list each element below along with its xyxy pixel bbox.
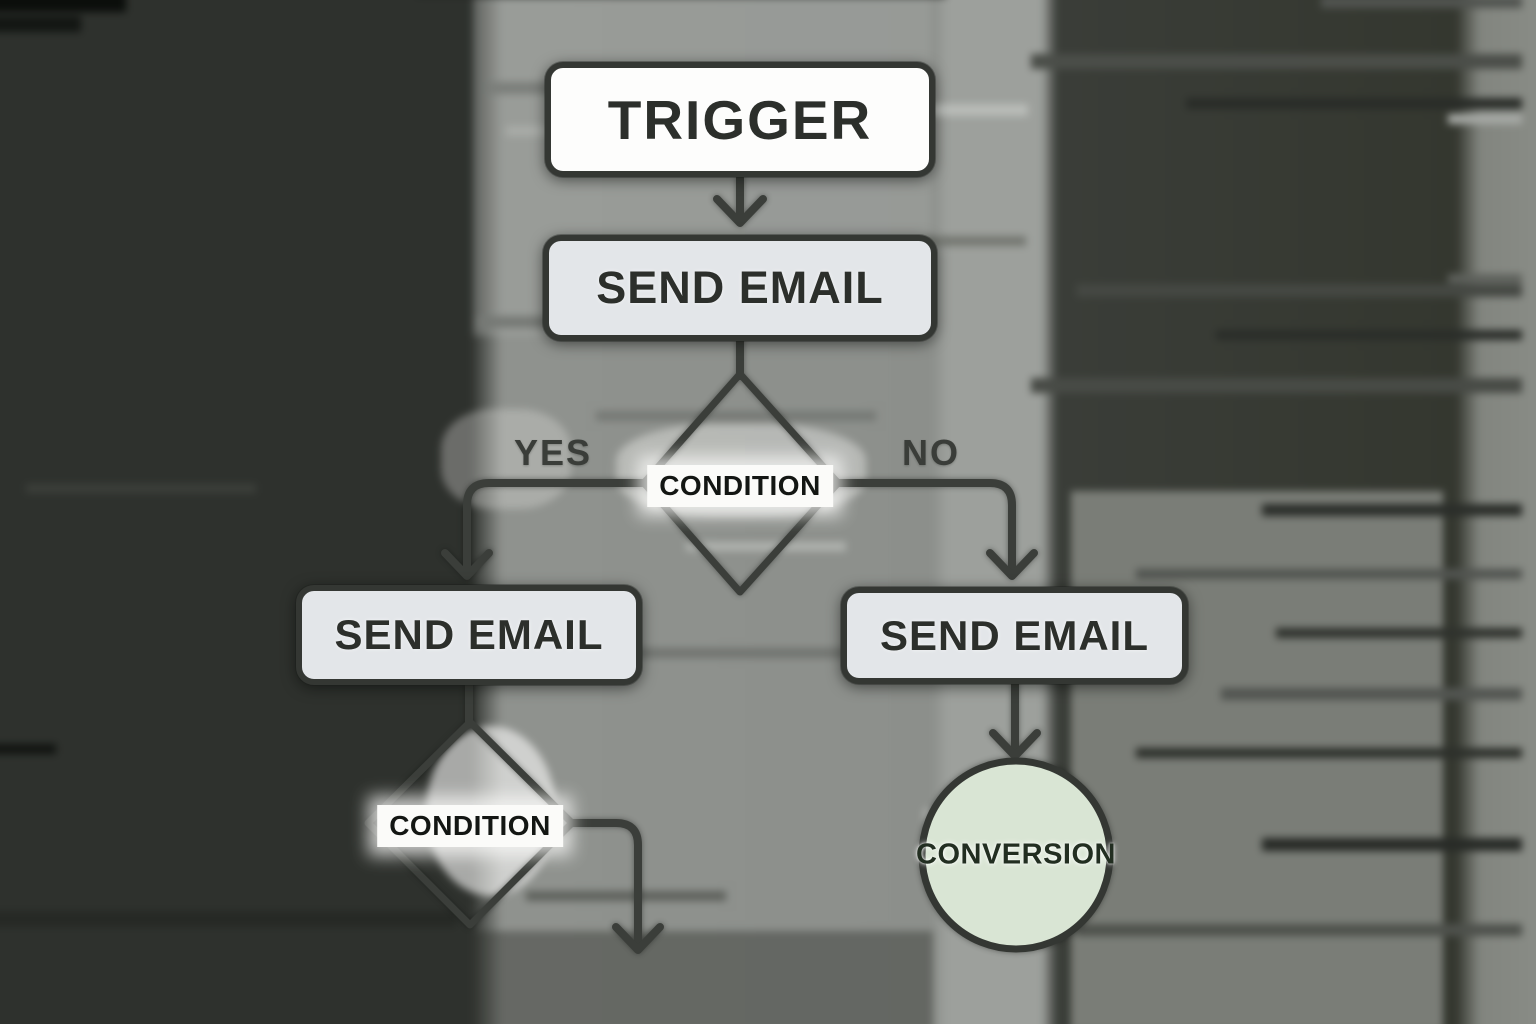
bg-streak (1262, 504, 1522, 516)
bg-streak (1136, 569, 1522, 579)
bg-streak (1136, 748, 1522, 758)
edge-label-yes: YES (513, 432, 593, 473)
arrowhead-condition-bottom-exit (612, 923, 664, 954)
bg-streak (924, 104, 1028, 116)
bg-streak (1076, 284, 1522, 297)
bg-streak (1076, 924, 1522, 936)
node-send-email-no: SEND EMAIL (841, 587, 1188, 684)
bg-streak (1216, 330, 1522, 340)
node-send-email-top-label: SEND EMAIL (596, 262, 884, 313)
node-send-email-yes-label: SEND EMAIL (334, 611, 604, 658)
conversion-circle (918, 757, 1114, 953)
node-trigger-label: TRIGGER (607, 88, 873, 151)
bg-streak (26, 484, 256, 493)
node-trigger: TRIGGER (545, 62, 935, 177)
condition-diamond-top (640, 370, 842, 596)
connector-condition-bottom-exit (568, 819, 642, 950)
condition-bottom-label: CONDITION (377, 805, 563, 847)
bg-streak (1031, 54, 1522, 69)
background-patch (473, 931, 933, 1024)
bg-streak (626, 648, 866, 658)
node-send-email-yes: SEND EMAIL (296, 585, 642, 685)
arrowhead-yes-branch (441, 549, 493, 580)
bg-streak (1031, 378, 1522, 393)
bg-streak (926, 236, 1026, 246)
arrowhead-trigger-to-send-email (713, 195, 767, 227)
bg-streak (1448, 274, 1522, 283)
bg-streak (0, 16, 81, 32)
connector-no-branch (834, 479, 1016, 576)
node-send-email-no-label: SEND EMAIL (879, 611, 1149, 659)
arrowhead-send-email-right-to-conversion (989, 729, 1041, 760)
bg-streak (686, 542, 846, 551)
bg-streak (1186, 98, 1522, 109)
bg-streak (0, 744, 56, 754)
connector-yes-branch (463, 479, 648, 576)
condition-top-label: CONDITION (647, 465, 833, 507)
bg-streak (596, 411, 876, 421)
bg-streak (1321, 0, 1522, 8)
arrowhead-no-branch (986, 549, 1038, 580)
condition-diamond-bottom (364, 718, 576, 929)
bg-streak (0, 911, 456, 927)
bg-streak (1448, 114, 1522, 124)
bg-streak (1262, 838, 1522, 851)
bg-streak (526, 891, 726, 901)
background-highlight (441, 409, 571, 509)
node-conversion-label: CONVERSION (916, 838, 1116, 871)
node-send-email-top: SEND EMAIL (543, 235, 937, 341)
bg-streak (1276, 628, 1522, 638)
bg-streak (0, 0, 126, 12)
bg-streak (1221, 688, 1522, 700)
edge-label-no: NO (902, 432, 960, 473)
